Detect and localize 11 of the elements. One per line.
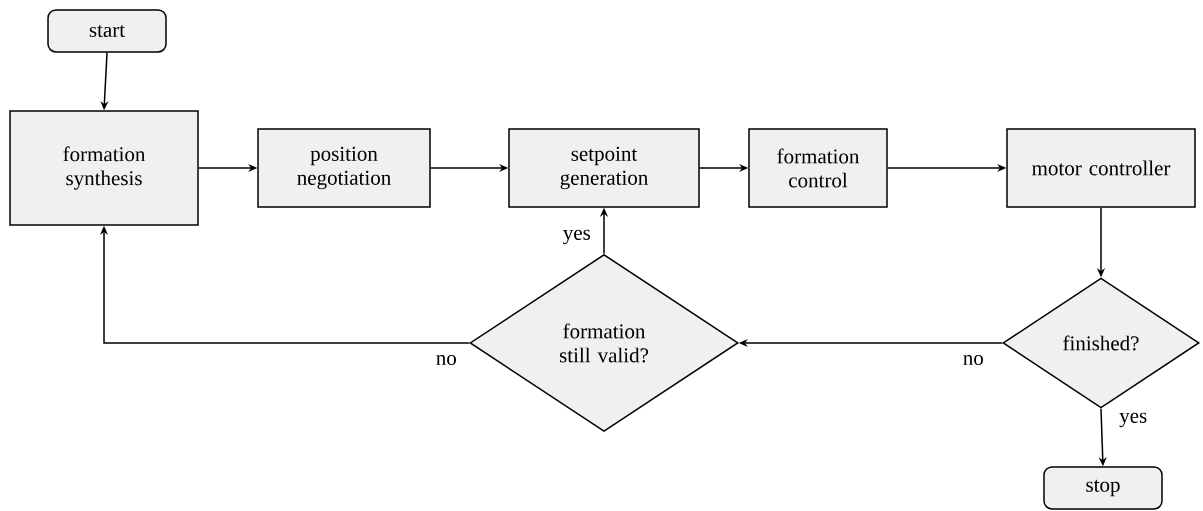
terminal-box: start — [47, 9, 167, 53]
terminal-box: stop — [1043, 466, 1163, 510]
edge-label: yes — [561, 228, 592, 246]
edge-label: no — [434, 353, 458, 367]
process-box: formation synthesis — [9, 110, 199, 226]
edge-label: no — [961, 353, 985, 367]
edge-label: yes — [1118, 411, 1149, 429]
process-box: motor controller — [1006, 128, 1196, 208]
process-box: formation control — [748, 128, 888, 208]
process-box: position negotiation — [257, 128, 431, 208]
process-box: setpoint generation — [508, 128, 700, 208]
